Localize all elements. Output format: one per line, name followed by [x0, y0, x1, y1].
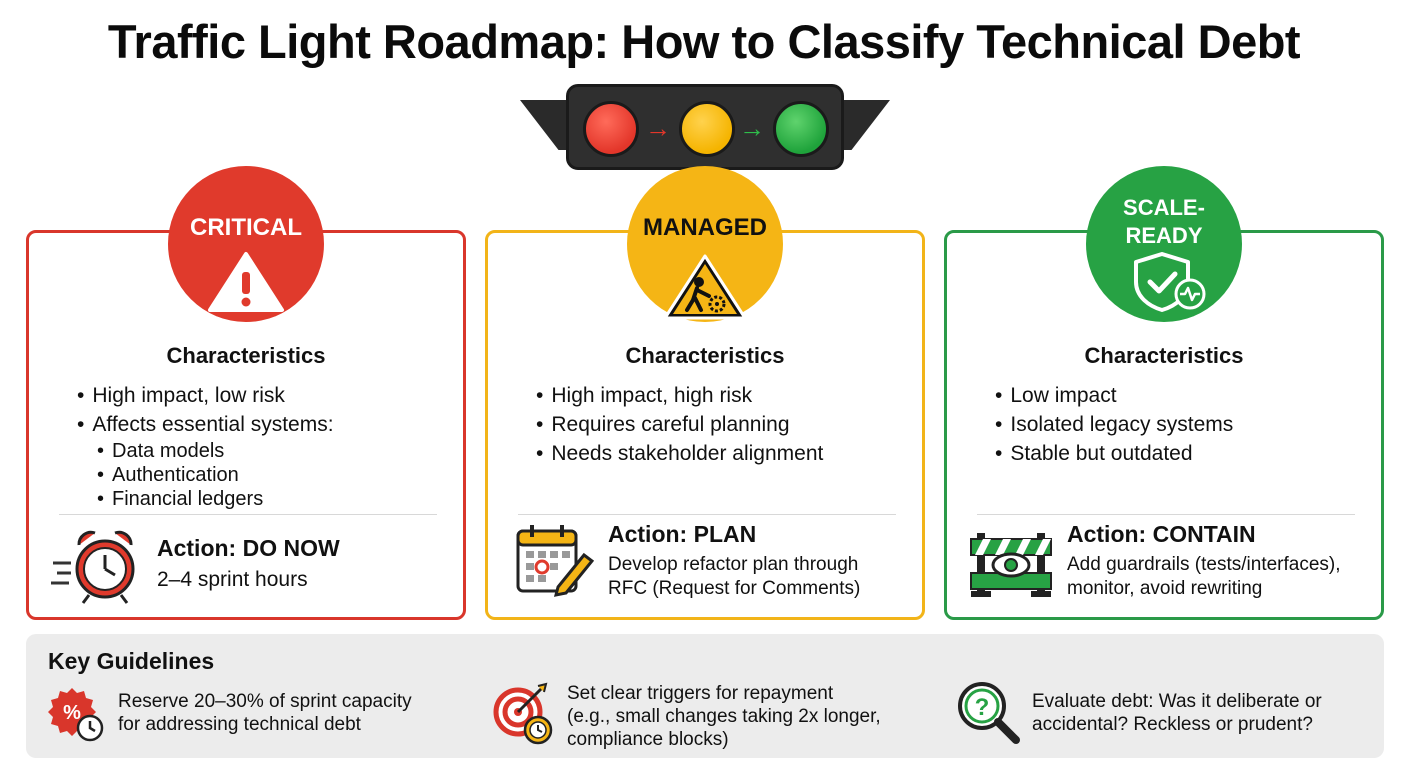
action-description: Add guardrails (tests/interfaces), monit…	[1067, 553, 1341, 601]
svg-text:%: %	[63, 702, 81, 724]
red-lamp	[583, 101, 639, 157]
list-item: Isolated legacy systems	[995, 410, 1233, 439]
guideline-line: Set clear triggers for repayment	[567, 683, 834, 704]
status-label: MANAGED	[643, 214, 767, 241]
action-description-line: Add guardrails (tests/interfaces),	[1067, 554, 1341, 575]
list-item: Stable but outdated	[995, 439, 1233, 468]
list-item: High impact, low risk	[77, 381, 334, 410]
characteristics-list: High impact, high risk Requires careful …	[536, 381, 823, 468]
list-item: Needs stakeholder alignment	[536, 439, 823, 468]
status-label: SCALE- READY	[1086, 194, 1242, 250]
guidelines-heading: Key Guidelines	[48, 648, 215, 674]
calendar-pencil-icon	[514, 521, 595, 606]
critical-card: Characteristics High impact, low risk Af…	[26, 230, 466, 620]
action-description-line: Develop refactor plan through	[608, 554, 859, 575]
alarm-clock-icon	[49, 525, 145, 610]
characteristics-heading: Characteristics	[625, 343, 785, 368]
characteristics-list: Low impact Isolated legacy systems Stabl…	[995, 381, 1233, 468]
status-label-line: SCALE-	[1123, 195, 1205, 220]
svg-text:?: ?	[975, 694, 990, 721]
barrier-eye-icon	[969, 529, 1053, 604]
guideline-line: (e.g., small changes taking 2x longer,	[567, 706, 881, 727]
action-title: Action: DO NOW	[157, 535, 340, 561]
characteristics-heading: Characteristics	[166, 343, 326, 368]
guideline-text: Evaluate debt: Was it deliberate or acci…	[1032, 690, 1322, 736]
action-description: 2–4 sprint hours	[157, 568, 308, 591]
construction-worker-icon	[663, 254, 747, 325]
sub-list-item: Financial ledgers	[97, 487, 334, 511]
arrow-red-to-yellow: →	[645, 113, 671, 143]
managed-badge: MANAGED	[627, 166, 783, 322]
action-title: Action: CONTAIN	[1067, 521, 1256, 547]
traffic-light-housing: → →	[566, 84, 844, 170]
guideline-line: Evaluate debt: Was it deliberate or	[1032, 691, 1322, 712]
action-description: Develop refactor plan through RFC (Reque…	[608, 553, 860, 601]
list-item: Affects essential systems: Data models A…	[77, 410, 334, 511]
guideline-line: accidental? Reckless or prudent?	[1032, 714, 1313, 735]
list-item: High impact, high risk	[536, 381, 823, 410]
shield-check-icon	[1130, 252, 1210, 317]
green-lamp	[773, 101, 829, 157]
key-guidelines-panel: Key Guidelines % Reserve 20–30% of sprin…	[26, 634, 1384, 758]
status-label-line: READY	[1125, 223, 1203, 248]
guideline-line: for addressing technical debt	[118, 714, 361, 735]
sub-list: Data models Authentication Financial led…	[77, 439, 334, 511]
divider	[977, 514, 1355, 515]
page-title: Traffic Light Roadmap: How to Classify T…	[107, 15, 1301, 68]
sub-list-item: Authentication	[97, 463, 334, 487]
status-label: CRITICAL	[190, 214, 302, 241]
guideline-line: Reserve 20–30% of sprint capacity	[118, 691, 412, 712]
percent-badge-clock-icon: %	[46, 684, 106, 749]
question-magnifier-icon: ?	[956, 680, 1022, 751]
divider	[59, 514, 437, 515]
target-stopwatch-icon	[492, 682, 556, 753]
sub-list-item: Data models	[97, 439, 334, 463]
list-item: Low impact	[995, 381, 1233, 410]
guideline-line: compliance blocks)	[567, 729, 729, 750]
guideline-text: Set clear triggers for repayment (e.g., …	[567, 682, 881, 751]
warning-triangle-icon	[206, 250, 286, 319]
guideline-text: Reserve 20–30% of sprint capacity for ad…	[118, 690, 412, 736]
traffic-light: → →	[520, 84, 890, 170]
characteristics-list: High impact, low risk Affects essential …	[77, 381, 334, 511]
characteristics-heading: Characteristics	[1084, 343, 1244, 368]
action-description-line: monitor, avoid rewriting	[1067, 578, 1263, 599]
yellow-lamp	[679, 101, 735, 157]
action-title: Action: PLAN	[608, 521, 757, 547]
action-description-line: RFC (Request for Comments)	[608, 578, 861, 599]
list-item-label: Affects essential systems:	[92, 413, 334, 436]
critical-badge: CRITICAL	[168, 166, 324, 322]
arrow-yellow-to-green: →	[739, 113, 765, 143]
list-item: Requires careful planning	[536, 410, 823, 439]
divider	[518, 514, 896, 515]
scale-ready-badge: SCALE- READY	[1086, 166, 1242, 322]
